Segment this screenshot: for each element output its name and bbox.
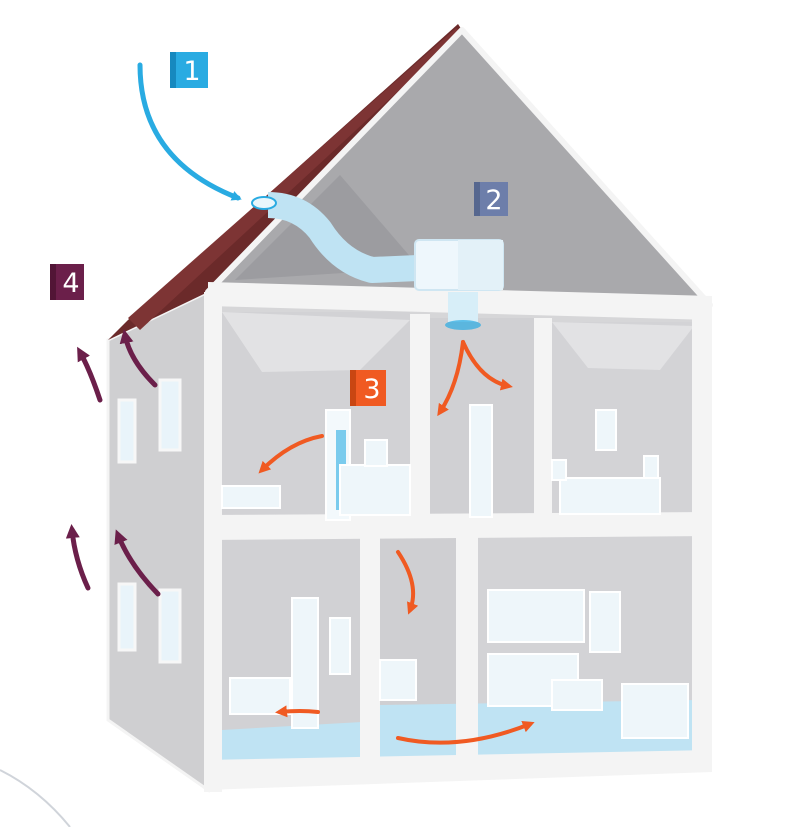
svg-text:4: 4 xyxy=(62,268,79,299)
svg-text:3: 3 xyxy=(363,374,380,405)
marker-2: 2 xyxy=(474,182,508,216)
house-frame xyxy=(204,282,712,792)
side-windows xyxy=(117,378,182,664)
ductwork xyxy=(251,192,504,330)
roof-vent-icon xyxy=(251,196,277,210)
furniture xyxy=(221,404,689,739)
upper-floor xyxy=(222,312,694,518)
window xyxy=(117,398,137,464)
background-curve xyxy=(0,769,71,827)
marker-1: 1 xyxy=(170,52,208,88)
window xyxy=(117,582,137,652)
svg-text:2: 2 xyxy=(485,185,502,216)
window xyxy=(158,378,182,452)
marker-4: 4 xyxy=(50,264,84,300)
marker-3: 3 xyxy=(350,370,386,406)
supply-arrow-icon xyxy=(258,340,535,745)
svg-text:1: 1 xyxy=(183,56,200,87)
intake-arrow-icon xyxy=(137,62,242,201)
exhaust-arrow-icon xyxy=(65,329,161,597)
window xyxy=(158,588,182,664)
